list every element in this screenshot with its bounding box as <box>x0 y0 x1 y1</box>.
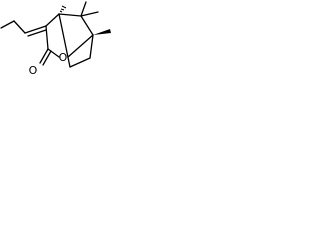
bond-c4-c3 <box>45 25 49 50</box>
bond-c5-cgem <box>58 13 82 17</box>
hashed-bond-stereo-h <box>59 5 67 15</box>
bond-c4-c5 <box>45 13 60 27</box>
bond-methyl-gem-b <box>80 11 99 17</box>
atom-label-ring-oxygen: O <box>59 51 68 64</box>
bond-c1-c7 <box>89 34 94 59</box>
bond-exocyclic-double-inner <box>27 29 47 37</box>
molecule-structure: O O <box>0 1 111 77</box>
bond-ethyl-to-vinyl <box>13 20 26 34</box>
bond-c7-c6 <box>69 57 91 68</box>
bond-cgem-c1 <box>80 15 94 36</box>
atom-label-carbonyl-oxygen: O <box>29 64 38 77</box>
bond-methyl-gem-a <box>80 1 87 17</box>
bond-exocyclic-double-outer <box>24 25 47 34</box>
wedge-bond-bridgehead-methyl <box>93 29 111 35</box>
bond-carbonyl-inner <box>42 50 52 66</box>
bond-ethyl-terminal <box>0 20 15 29</box>
bond-c3-ring-oxygen <box>47 48 60 58</box>
bond-ring-oxygen-c1 <box>67 34 94 58</box>
bond-c6-c5 <box>58 13 71 68</box>
bond-carbonyl-outer <box>39 48 49 64</box>
